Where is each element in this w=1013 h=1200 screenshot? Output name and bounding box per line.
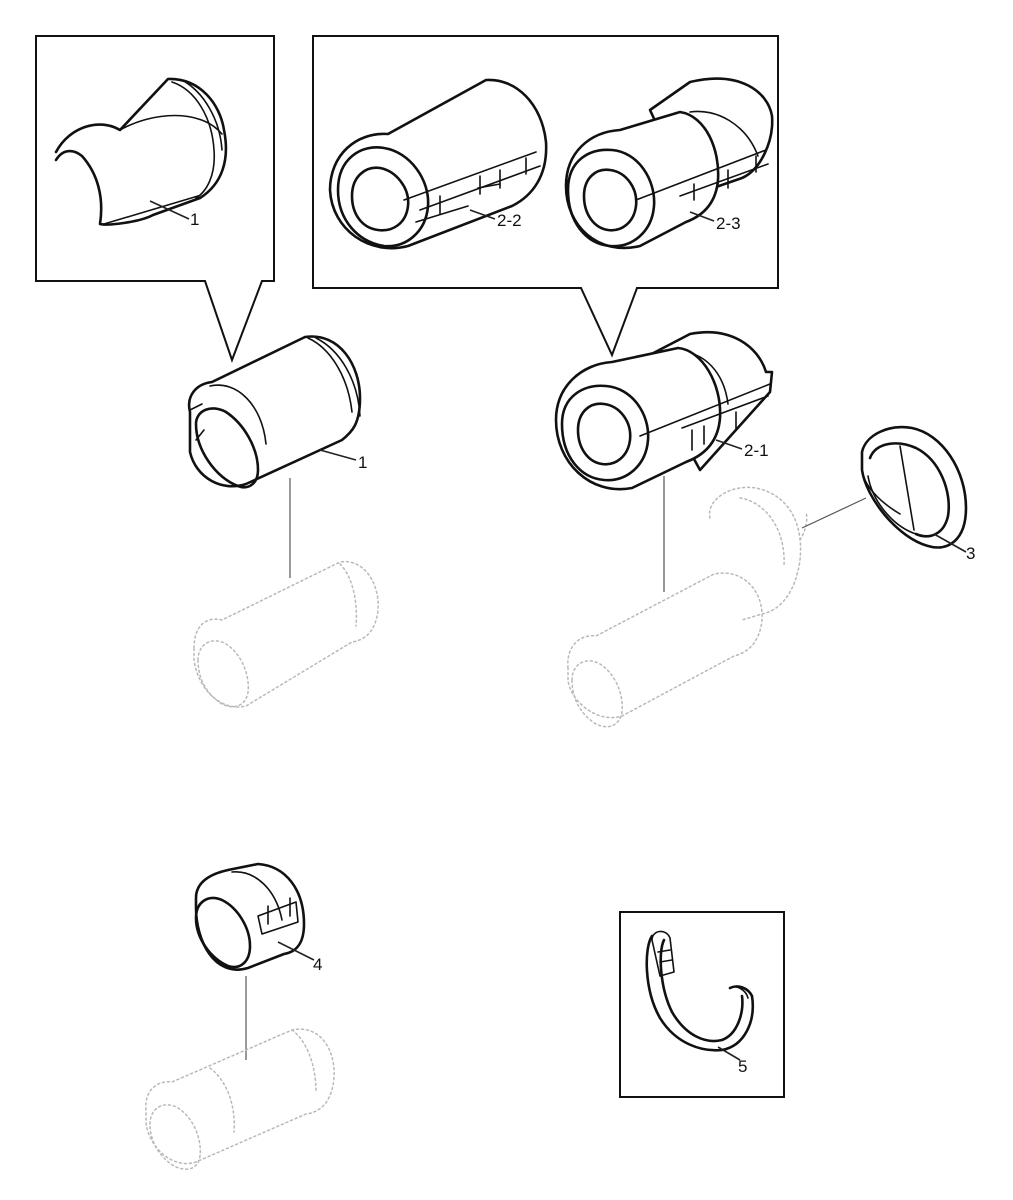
insulation-2-3-drawing (564, 77, 774, 250)
callout-1: 1 (358, 453, 367, 472)
part-2-1-assembled: 2-1 (554, 330, 774, 491)
callout-2-1: 2-1 (744, 441, 769, 460)
pipe-ghost-2 (567, 486, 808, 728)
callout-2-3: 2-3 (716, 214, 741, 233)
detail-box-part-5: 5 (619, 911, 785, 1098)
half-shell-drawing (54, 77, 228, 226)
pipe-ghost-1 (193, 560, 379, 708)
callout-2-2: 2-2 (497, 211, 522, 230)
callout-1-detail: 1 (190, 210, 199, 229)
band-part-3-drawing: 3 (860, 425, 975, 563)
detail-box-part-2: 2-2 2-3 (312, 35, 779, 358)
pipe-ghost-4 (145, 1028, 335, 1170)
callout-5: 5 (738, 1057, 747, 1076)
callout-3: 3 (966, 544, 975, 563)
insulation-2-2-drawing (328, 78, 548, 250)
callout-4: 4 (313, 955, 322, 974)
part-1-assembled: 1 (187, 335, 367, 489)
sleeve-part-4-drawing: 4 (194, 862, 322, 974)
detail-box-part-1: 1 (35, 35, 275, 363)
